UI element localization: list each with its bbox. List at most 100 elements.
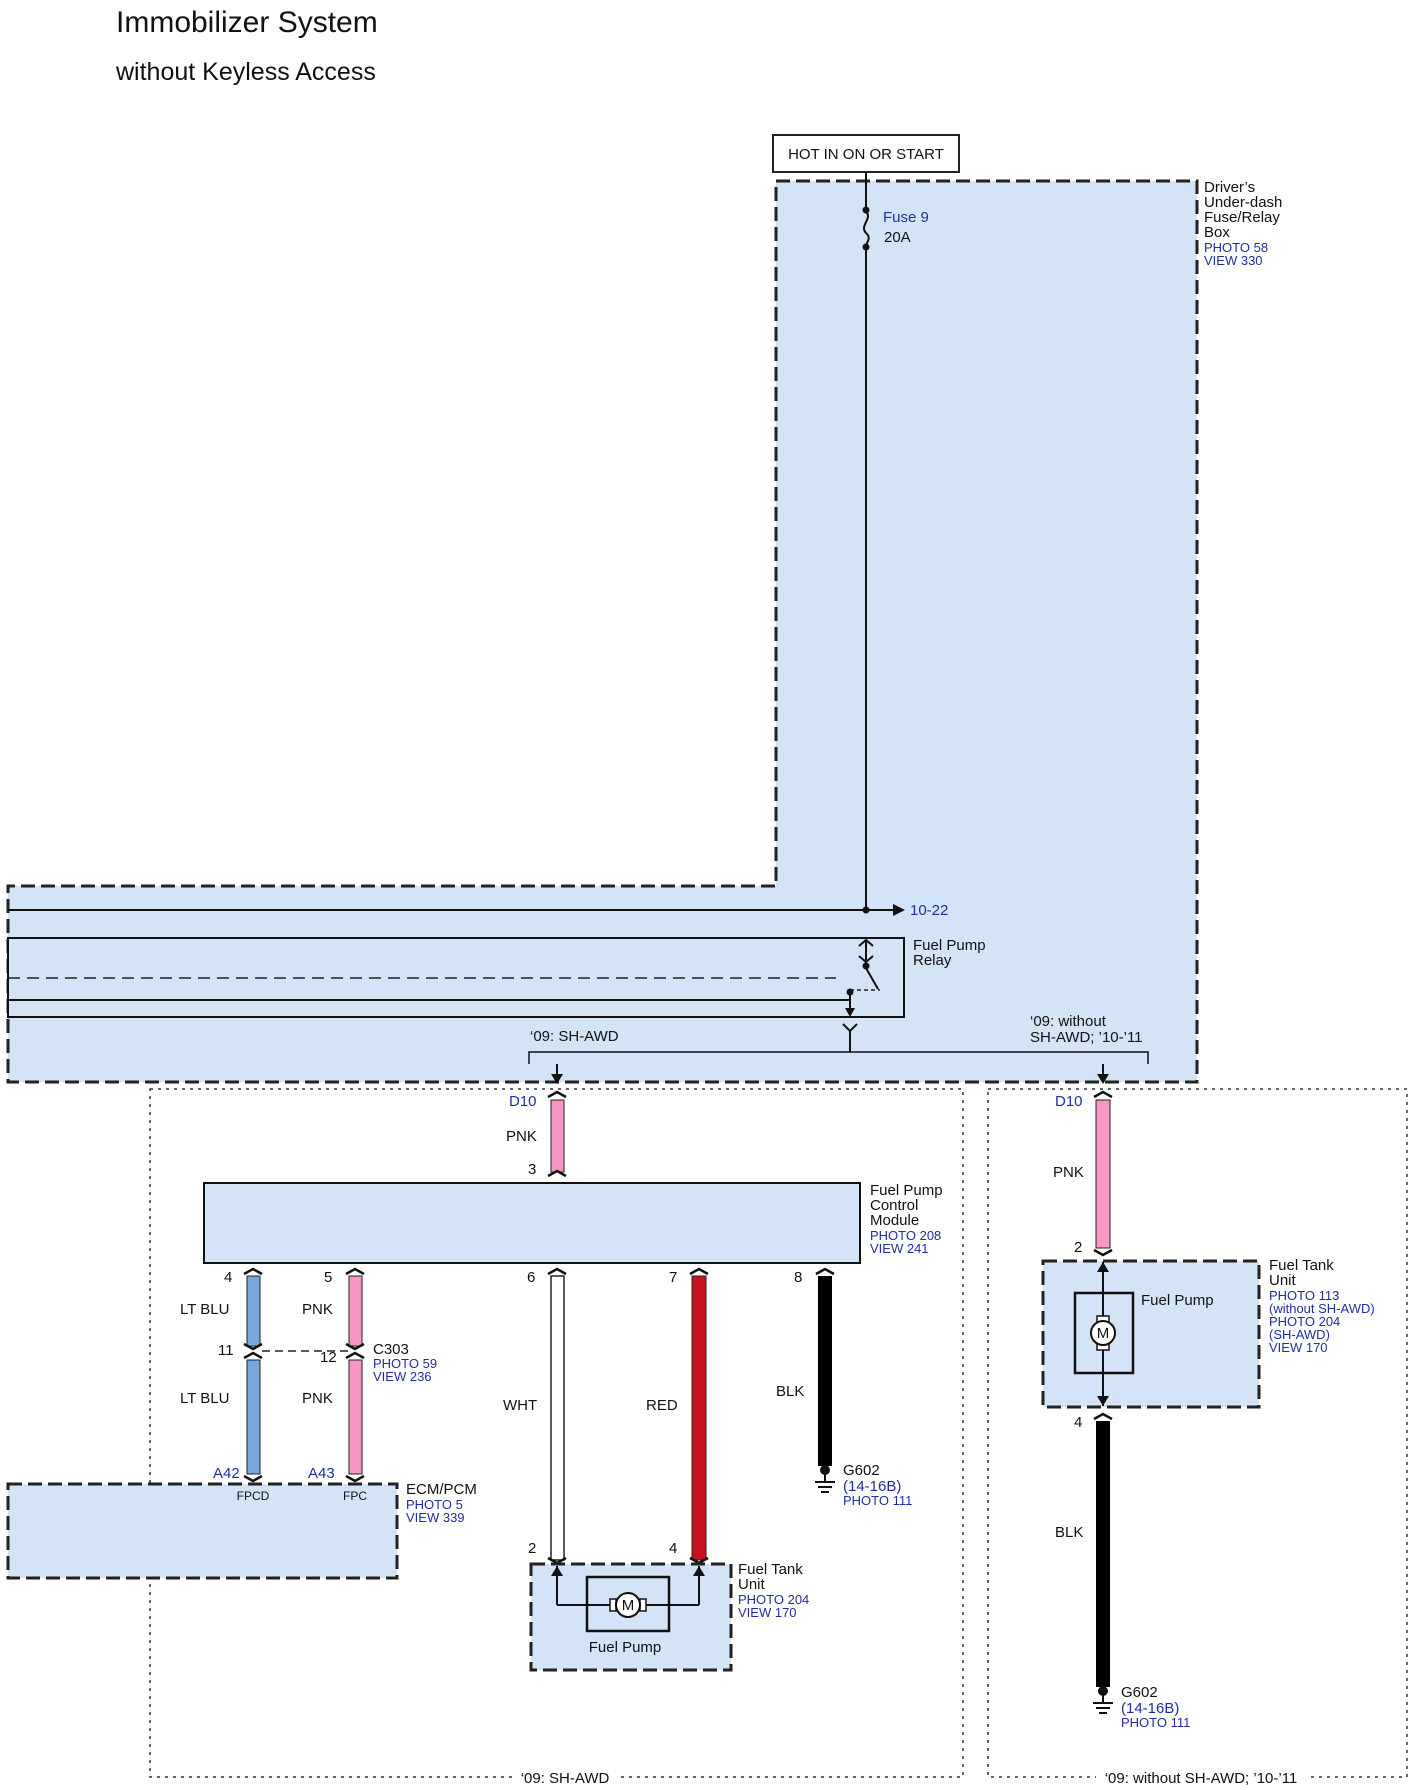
tank-left-pin-4: 4 [669,1540,677,1557]
tank-right-ref-3: PHOTO 204 [1269,1314,1340,1329]
wire-blk-right [1096,1421,1110,1687]
region-right-label: ‘09: without SH-AWD; ’10-’11 [1105,1770,1298,1787]
fpcm-ref-1: PHOTO 208 [870,1228,941,1243]
wire-label-pnk-1: PNK [302,1301,333,1318]
wire-pnk-lower [348,1359,363,1475]
relay-name-2: Relay [913,952,952,969]
tank-right-ref-2: (without SH-AWD) [1269,1301,1375,1316]
motor-symbol-left: M [622,1597,635,1614]
tank-right-ref-4: (SH-AWD) [1269,1327,1330,1342]
region-without-sh-awd [987,1088,1408,1778]
wire-label-lt-blu-1: LT BLU [180,1301,229,1318]
fpcm-pin-8: 8 [794,1269,802,1286]
wire-lt-blu-lower [246,1359,261,1475]
wire-pnk-right [1095,1099,1111,1249]
tank-right-ref-1: PHOTO 113 [1269,1288,1339,1303]
fuse-name: Fuse 9 [883,209,929,226]
region-left-label: ‘09: SH-AWD [521,1770,610,1787]
wire-label-lt-blu-2: LT BLU [180,1390,229,1407]
fuse-box-name-2: Under-dash [1204,194,1282,211]
region-sh-awd [149,1088,964,1778]
wire-label-blk-left: BLK [776,1383,804,1400]
fpcm-name-2: Control [870,1197,918,1214]
variant-left-label: ‘09: SH-AWD [530,1028,619,1045]
ecm-ref-1: PHOTO 5 [406,1497,463,1512]
wire-pnk-top [550,1099,565,1173]
wire-blk-left [818,1276,832,1466]
connector-c303: C303 [373,1341,409,1358]
wire-label-pnk-2: PNK [302,1390,333,1407]
wire-label-wht: WHT [503,1397,537,1414]
fpcm-pin-5: 5 [324,1269,332,1286]
wire-label-pnk-top: PNK [506,1128,537,1145]
tank-right-pin-4: 4 [1074,1414,1082,1431]
connector-a42: A42 [213,1465,240,1482]
tank-right-pump-label: Fuel Pump [1141,1292,1214,1309]
fpcm-name-1: Fuel Pump [870,1182,943,1199]
fuse-box-name-3: Fuse/Relay [1204,209,1280,226]
c303-ref-2: VIEW 236 [373,1369,432,1384]
page-title: Immobilizer System [116,6,378,39]
tank-left-name-1: Fuel Tank [738,1561,803,1578]
c303-pin-11: 11 [218,1342,234,1359]
tank-left-pump-label: Fuel Pump [589,1639,662,1656]
tank-right-pin-2: 2 [1074,1239,1082,1256]
relay-switch-icon [842,938,880,1052]
ground-left-name: G602 [843,1462,880,1479]
fpcm-pin-6: 6 [527,1269,535,1286]
fuse-box-name-1: Driver’s [1204,179,1255,196]
motor-symbol-right: M [1097,1325,1110,1342]
tank-right-name-2: Unit [1269,1272,1297,1289]
fuse-rating: 20A [884,229,911,246]
power-label-box [772,134,960,173]
tank-right-ref-5: VIEW 170 [1269,1340,1328,1355]
tank-left-ref-2: VIEW 170 [738,1605,797,1620]
motor-icon: M [1090,1293,1116,1373]
page-subtitle: without Keyless Access [116,58,376,86]
relay-ref: 10-22 [910,902,948,919]
ground-right-name: G602 [1121,1684,1158,1701]
variant-right-label-2: SH-AWD; ’10-’11 [1030,1029,1143,1046]
c303-ref-1: PHOTO 59 [373,1356,437,1371]
tank-left-name-2: Unit [738,1576,766,1593]
fuse-box-name-4: Box [1204,224,1230,241]
ground-left-code: (14-16B) [843,1478,901,1495]
fuel-pump-control-module [203,1182,861,1264]
fuse-icon [862,206,870,251]
fuse-box-ref-1: PHOTO 58 [1204,240,1268,255]
ecm-ref-2: VIEW 339 [406,1510,465,1525]
wire-pnk-upper [348,1275,363,1347]
tank-left-pin-2: 2 [528,1540,536,1557]
tank-right-name-1: Fuel Tank [1269,1257,1334,1274]
wire-wht [550,1275,565,1561]
fpcm-pin-7: 7 [669,1269,677,1286]
relay-name-1: Fuel Pump [913,937,986,954]
connector-d10-left: D10 [509,1093,537,1110]
wire-label-pnk-right: PNK [1053,1164,1084,1181]
ground-left-ref: PHOTO 111 [843,1493,912,1508]
ecm-pin-fpcd: FPCD [237,1489,270,1503]
ecm-pcm-box [6,1482,399,1580]
fpcm-ref-2: VIEW 241 [870,1241,929,1256]
c303-pin-12: 12 [320,1349,337,1366]
ground-right-ref: PHOTO 111 [1121,1715,1190,1730]
variant-right-label-1: ‘09: without [1030,1013,1107,1030]
wire-label-blk-right: BLK [1055,1524,1083,1541]
motor-icon: M [587,1592,669,1618]
fuse-box-ref-2: VIEW 330 [1204,253,1263,268]
fuse-relay-box [6,179,1199,1084]
tank-left-ref-1: PHOTO 204 [738,1592,809,1607]
fpcm-pin-3: 3 [528,1161,536,1178]
ground-icon [815,1465,835,1493]
wire-lt-blu-upper [246,1275,261,1347]
fpcm-pin-4: 4 [224,1269,232,1286]
ecm-pin-fpc: FPC [343,1489,367,1503]
arrow-right-icon [893,904,905,916]
wire-red [691,1275,707,1561]
wire-label-red: RED [646,1397,678,1414]
ecm-name: ECM/PCM [406,1481,477,1498]
connector-a43: A43 [308,1465,335,1482]
ground-right-code: (14-16B) [1121,1700,1179,1717]
fpcm-name-3: Module [870,1212,919,1229]
